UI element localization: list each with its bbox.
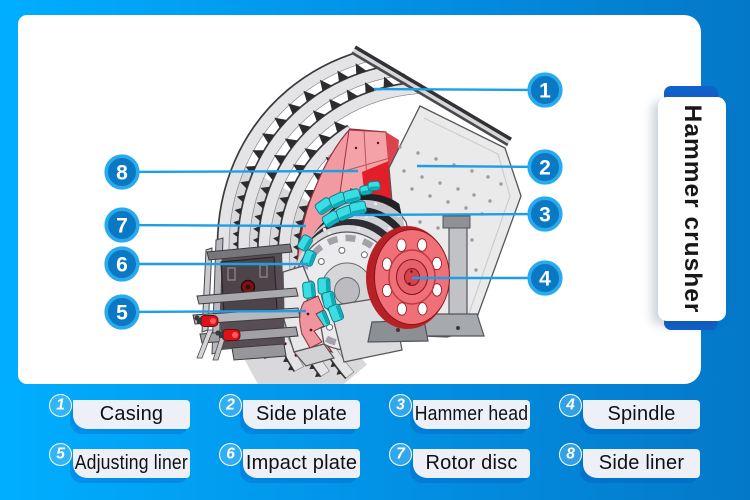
svg-text:1: 1 xyxy=(539,80,551,103)
svg-text:6: 6 xyxy=(116,254,128,277)
svg-text:2: 2 xyxy=(539,157,551,180)
svg-text:3: 3 xyxy=(539,204,551,227)
svg-text:4: 4 xyxy=(539,268,551,291)
svg-text:5: 5 xyxy=(116,302,128,325)
svg-text:7: 7 xyxy=(116,215,128,238)
svg-text:8: 8 xyxy=(116,162,128,185)
